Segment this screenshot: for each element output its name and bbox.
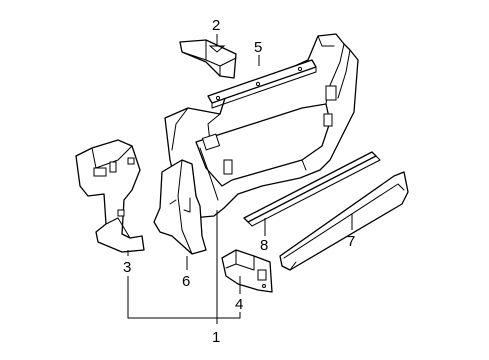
part-3-side-bracket	[75, 139, 145, 253]
callout-6: 6	[182, 273, 190, 290]
callout-7: 7	[347, 233, 355, 250]
callout-labels: 1 2 3 4 5 6 7 8	[123, 17, 355, 346]
callout-3: 3	[123, 259, 131, 276]
callout-8: 8	[260, 237, 268, 254]
part-1-radiator-support	[164, 33, 359, 219]
part-6-deflector	[153, 159, 207, 255]
part-2-bracket	[179, 39, 237, 79]
callout-4: 4	[235, 296, 243, 313]
callout-2: 2	[212, 17, 220, 34]
part-8-seal	[243, 151, 381, 227]
callout-1: 1	[212, 329, 220, 346]
part-7-air-deflector	[279, 171, 409, 271]
leader-lines	[127, 34, 353, 324]
part-4-latch	[221, 249, 273, 293]
callout-5: 5	[254, 39, 262, 56]
part-5-tie-bar	[207, 59, 317, 109]
